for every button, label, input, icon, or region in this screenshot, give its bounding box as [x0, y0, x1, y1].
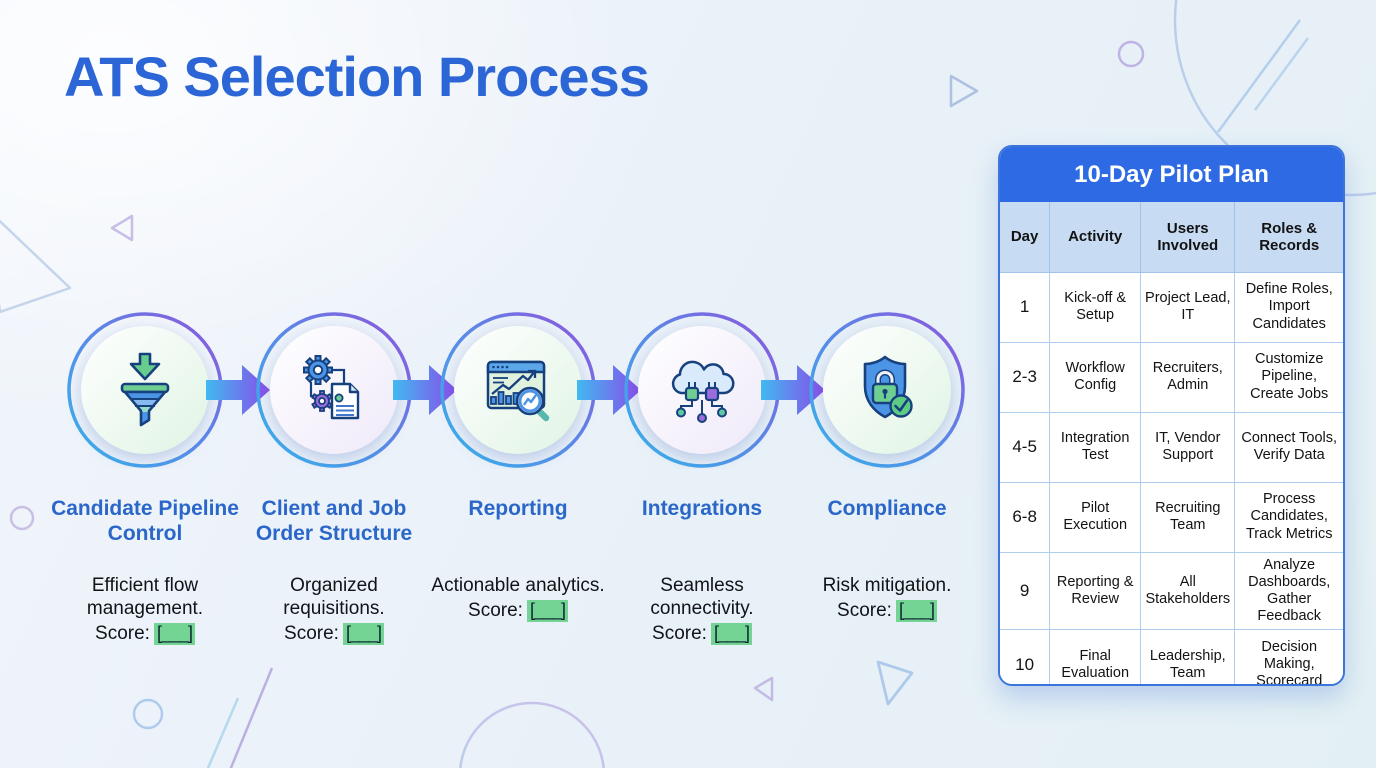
- score-line: Score:[___]: [423, 599, 613, 623]
- cell-activity: Final Evaluation: [1049, 628, 1142, 684]
- step-desc-candidate-pipeline: Efficient flow management. Score:[___]: [50, 574, 240, 646]
- cell-roles: Analyze Dashboards, Gather Feedback: [1234, 551, 1343, 630]
- score-box: [___]: [153, 623, 195, 646]
- step-candidate-pipeline: [50, 311, 240, 469]
- step-desc-text: Seamless connectivity.: [650, 575, 754, 620]
- arrow-right-icon: [393, 365, 457, 415]
- step-desc-compliance: Risk mitigation. Score:[___]: [792, 574, 982, 623]
- column-header-roles: Roles & Records: [1234, 202, 1343, 273]
- step-desc-integrations: Seamless connectivity. Score:[___]: [607, 574, 797, 646]
- cell-users: Recruiters, Admin: [1140, 341, 1236, 413]
- decor-triangle: [876, 660, 914, 706]
- cell-roles: Process Candidates, Track Metrics: [1234, 481, 1343, 553]
- step-label-compliance: Compliance: [827, 497, 947, 520]
- cell-activity: Workflow Config: [1049, 341, 1142, 413]
- cloud-plugs-icon: [624, 312, 780, 468]
- cell-activity: Kick-off & Setup: [1049, 271, 1142, 343]
- pilot-plan-title: 10-Day Pilot Plan: [1000, 147, 1343, 202]
- decor-line: [1216, 19, 1302, 133]
- cell-day: 2-3: [1000, 341, 1051, 413]
- cell-users: All Stakeholders: [1140, 551, 1236, 630]
- step-desc-reporting: Actionable analytics. Score:[___]: [423, 574, 613, 623]
- cell-roles: Connect Tools, Verify Data: [1234, 411, 1343, 483]
- step-desc-text: Efficient flow management.: [86, 575, 204, 620]
- score-label: Score:: [284, 623, 339, 645]
- decor-small-circle: [9, 505, 35, 531]
- score-line: Score:[___]: [239, 622, 429, 646]
- arrow-right-icon: [206, 365, 270, 415]
- analytics-chart-icon: [440, 312, 596, 468]
- decor-circle-bottom: [459, 701, 605, 768]
- step-label-integrations: Integrations: [641, 497, 763, 520]
- table-row: 1 Kick-off & Setup Project Lead, IT Defi…: [1000, 271, 1343, 343]
- step-integrations: [607, 311, 797, 469]
- cell-roles: Decision Making, Scorecard: [1234, 628, 1343, 684]
- score-line: Score:[___]: [792, 599, 982, 623]
- pilot-plan-table: Day Activity Users Involved Roles & Reco…: [1000, 202, 1343, 684]
- decor-small-circle: [132, 698, 164, 730]
- table-row: 4-5 Integration Test IT, Vendor Support …: [1000, 411, 1343, 483]
- decor-line: [206, 697, 240, 768]
- score-line: Score:[___]: [50, 622, 240, 646]
- decor-triangle-small: [110, 214, 134, 242]
- decor-triangle: [949, 74, 979, 108]
- page-title: ATS Selection Process: [64, 45, 650, 108]
- shield-lock-icon: [809, 312, 965, 468]
- cell-roles: Define Roles, Import Candidates: [1234, 271, 1343, 343]
- cell-day: 6-8: [1000, 481, 1051, 553]
- arrow-right-icon: [577, 365, 641, 415]
- decor-line: [1253, 37, 1310, 111]
- decor-small-circle: [1117, 40, 1145, 68]
- cell-users: Recruiting Team: [1140, 481, 1236, 553]
- step-client-job-order: [239, 311, 429, 469]
- step-desc-text: Risk mitigation.: [822, 575, 952, 596]
- score-label: Score:: [468, 600, 523, 622]
- cell-day: 4-5: [1000, 411, 1051, 483]
- score-label: Score:: [95, 623, 150, 645]
- table-row: 9 Reporting & Review All Stakeholders An…: [1000, 551, 1343, 630]
- column-header-day: Day: [1000, 202, 1051, 273]
- step-label-candidate-pipeline: Candidate Pipeline Control: [51, 497, 239, 545]
- table-header-row: Day Activity Users Involved Roles & Reco…: [1000, 202, 1343, 273]
- score-box: [___]: [710, 623, 752, 646]
- step-reporting: [423, 311, 613, 469]
- score-label: Score:: [652, 623, 707, 645]
- cell-users: IT, Vendor Support: [1140, 411, 1236, 483]
- cell-users: Project Lead, IT: [1140, 271, 1236, 343]
- funnel-icon: [67, 312, 223, 468]
- cell-day: 9: [1000, 551, 1051, 630]
- table-row: 2-3 Workflow Config Recruiters, Admin Cu…: [1000, 341, 1343, 413]
- cell-roles: Customize Pipeline, Create Jobs: [1234, 341, 1343, 413]
- cell-day: 10: [1000, 628, 1051, 684]
- score-box: [___]: [342, 623, 384, 646]
- score-box: [___]: [895, 600, 937, 623]
- cell-activity: Pilot Execution: [1049, 481, 1142, 553]
- step-label-client-job-order: Client and Job Order Structure: [255, 497, 413, 545]
- cell-activity: Reporting & Review: [1049, 551, 1142, 630]
- score-label: Score:: [837, 600, 892, 622]
- score-box: [___]: [526, 600, 568, 623]
- table-row: 6-8 Pilot Execution Recruiting Team Proc…: [1000, 481, 1343, 553]
- decor-triangle-small: [753, 676, 774, 702]
- decor-triangle-left: [0, 219, 72, 314]
- step-compliance: [792, 311, 982, 469]
- decor-line: [229, 667, 274, 768]
- table-row: 10 Final Evaluation Leadership, Team Dec…: [1000, 628, 1343, 684]
- gears-document-icon: [256, 312, 412, 468]
- arrow-right-icon: [761, 365, 825, 415]
- pilot-plan-card: 10-Day Pilot Plan Day Activity Users Inv…: [998, 145, 1345, 686]
- column-header-activity: Activity: [1049, 202, 1142, 273]
- cell-activity: Integration Test: [1049, 411, 1142, 483]
- cell-users: Leadership, Team: [1140, 628, 1236, 684]
- step-desc-client-job-order: Organized requisitions. Score:[___]: [239, 574, 429, 646]
- step-desc-text: Actionable analytics.: [431, 575, 605, 596]
- step-desc-text: Organized requisitions.: [283, 575, 385, 620]
- column-header-users: Users Involved: [1140, 202, 1236, 273]
- score-line: Score:[___]: [607, 622, 797, 646]
- cell-day: 1: [1000, 271, 1051, 343]
- step-label-reporting: Reporting: [468, 497, 568, 520]
